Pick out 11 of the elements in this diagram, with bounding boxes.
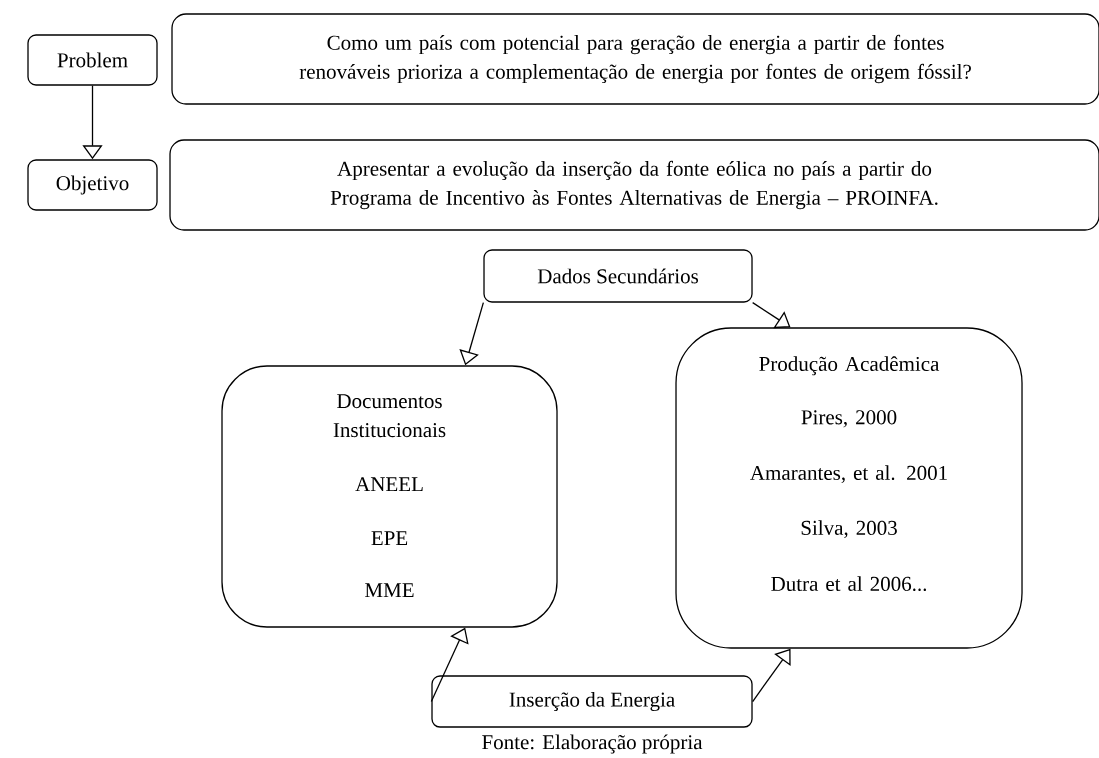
block-arrow: [752, 302, 791, 329]
rounded-box: Apresentar a evolução da inserção da fonte eólica no país a partir do Programa de Incentivo às Fontes Alternativas de Energia – PROINFA.: [169, 139, 1099, 231]
rounded-box: Documentos Institucionais ANEEL EPE MME: [221, 365, 558, 628]
block-arrow: [752, 648, 791, 703]
rounded-box: Produção Acadêmica Pires, 2000 Amarantes, et al. 2001 Silva, 2003 Dutra et al 2006...: [675, 327, 1023, 649]
rounded-box: Como um país com potencial para geração de energia a partir de fontes renováveis prioriza a complementação de energia por fontes de origem fóssil?: [171, 13, 1099, 105]
rounded-box: Dados Secundários: [483, 249, 753, 303]
rounded-box: Objetivo: [27, 159, 158, 211]
rounded-box: Problem: [27, 34, 158, 86]
caption: Fonte: Elaboração própria: [482, 734, 703, 754]
rounded-box: Inserção da Energia: [431, 675, 753, 728]
